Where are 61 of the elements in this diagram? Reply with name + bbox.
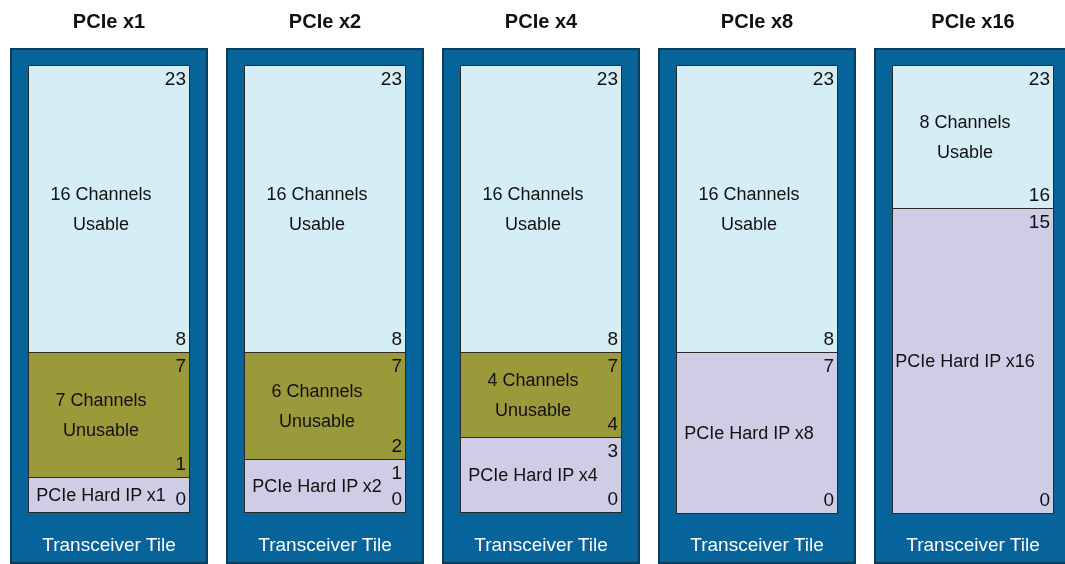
channel-number: 7 xyxy=(823,355,834,377)
tile-label: Transceiver Tile xyxy=(42,534,176,556)
channel-number: 7 xyxy=(391,355,402,377)
channel-number: 8 xyxy=(175,328,186,350)
hard-ip-block xyxy=(244,459,406,513)
block-label: PCIe Hard IP x1 xyxy=(36,485,166,505)
hard-ip-block xyxy=(892,208,1054,514)
tile-title: PCIe x8 xyxy=(720,10,794,33)
tile-title: PCIe x2 xyxy=(288,10,362,33)
unusable-channels-block xyxy=(460,352,622,438)
channel-number: 0 xyxy=(607,488,618,510)
channel-number: 23 xyxy=(596,68,618,90)
block-label: 4 Channels Unusable xyxy=(486,369,580,422)
block-label: 8 Channels Usable xyxy=(918,111,1012,164)
channel-number: 23 xyxy=(380,68,402,90)
channel-number: 7 xyxy=(175,355,186,377)
hard-ip-block xyxy=(460,437,622,513)
channel-number: 23 xyxy=(812,68,834,90)
channel-number: 2 xyxy=(391,435,402,457)
unusable-channels-block xyxy=(244,352,406,460)
usable-channels-block xyxy=(892,65,1054,209)
usable-channels-block xyxy=(244,65,406,353)
channel-number: 8 xyxy=(607,328,618,350)
tile-label: Transceiver Tile xyxy=(906,534,1040,556)
block-label: PCIe Hard IP x16 xyxy=(895,351,1035,371)
tile-title: PCIe x16 xyxy=(931,10,1015,33)
usable-channels-block xyxy=(460,65,622,353)
usable-channels-block xyxy=(28,65,190,353)
block-label: PCIe Hard IP x4 xyxy=(468,465,598,485)
channel-number: 0 xyxy=(823,489,834,511)
block-label: 16 Channels Usable xyxy=(49,183,153,236)
block-label: 16 Channels Usable xyxy=(265,183,369,236)
channel-number: 0 xyxy=(175,488,186,510)
channel-number: 1 xyxy=(391,462,402,484)
block-label: 7 Channels Unusable xyxy=(54,389,148,442)
channel-number: 0 xyxy=(391,488,402,510)
channel-number: 8 xyxy=(391,328,402,350)
channel-number: 8 xyxy=(823,328,834,350)
tile-label: Transceiver Tile xyxy=(690,534,824,556)
block-label: PCIe Hard IP x2 xyxy=(252,476,382,496)
channel-number: 23 xyxy=(164,68,186,90)
channel-number: 1 xyxy=(175,453,186,475)
block-label: 6 Channels Unusable xyxy=(270,380,364,433)
usable-channels-block xyxy=(676,65,838,353)
unusable-channels-block xyxy=(28,352,190,478)
channel-number: 15 xyxy=(1028,211,1050,233)
block-label: PCIe Hard IP x8 xyxy=(684,423,814,443)
tile-title: PCIe x1 xyxy=(72,10,146,33)
channel-number: 3 xyxy=(607,440,618,462)
hard-ip-block xyxy=(28,477,190,513)
block-label: 16 Channels Usable xyxy=(481,183,585,236)
block-label: 16 Channels Usable xyxy=(697,183,801,236)
channel-number: 7 xyxy=(607,355,618,377)
tile-label: Transceiver Tile xyxy=(474,534,608,556)
channel-number: 23 xyxy=(1028,68,1050,90)
tile-label: Transceiver Tile xyxy=(258,534,392,556)
hard-ip-block xyxy=(676,352,838,514)
channel-number: 16 xyxy=(1028,184,1050,206)
channel-number: 0 xyxy=(1039,489,1050,511)
tile-title: PCIe x4 xyxy=(504,10,578,33)
channel-number: 4 xyxy=(607,413,618,435)
